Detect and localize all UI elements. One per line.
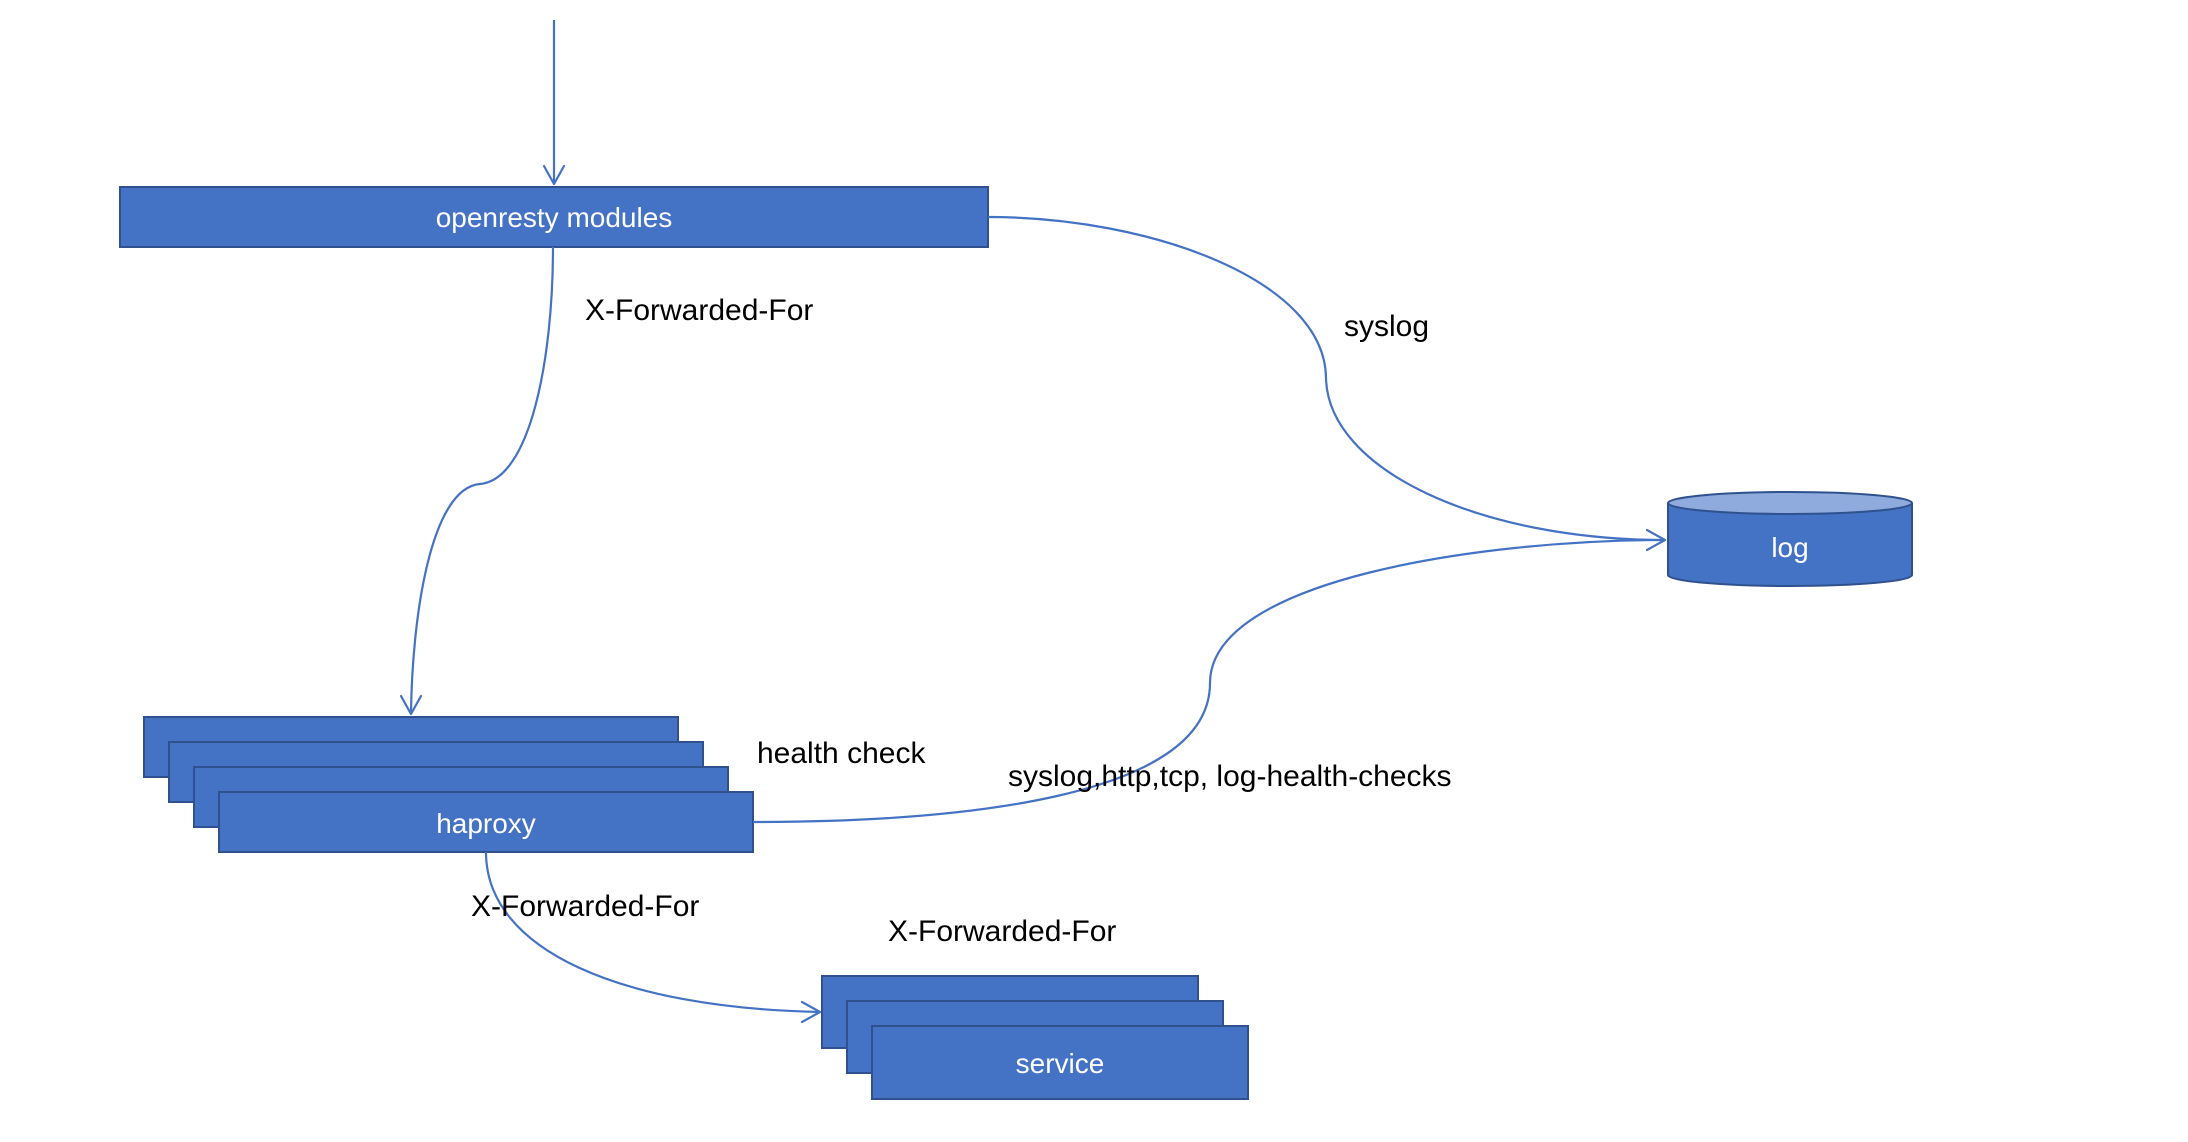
service-node-stack[interactable]: service [821, 975, 1249, 1100]
health-check-label: health check [757, 737, 926, 770]
edge-openresty-to-haproxy-arrowhead [399, 694, 423, 716]
incoming-edge [542, 20, 566, 186]
edge-haproxy-to-service-line [484, 851, 821, 1014]
edge-openresty-to-log: syslog [987, 215, 1667, 552]
log-node[interactable]: log [1667, 491, 1913, 587]
edge-openresty-to-haproxy-line [409, 246, 555, 715]
service-node-box [871, 1025, 1249, 1100]
haproxy-node-box [218, 791, 754, 853]
service-node-label: service [1016, 1048, 1105, 1079]
edge-openresty-to-haproxy: X-Forwarded-For [399, 246, 813, 716]
log-node-label: log [1771, 532, 1808, 563]
edge-haproxy-to-log-line [752, 538, 1666, 824]
service-header-label: X-Forwarded-For [888, 915, 1116, 948]
edge-haproxy-to-service: X-Forwarded-For [471, 851, 822, 1024]
edge-haproxy-to-service-arrowhead [800, 1000, 822, 1024]
openresty-node[interactable]: openresty modules [119, 186, 989, 248]
haproxy-node-label: haproxy [436, 808, 536, 839]
openresty-node-box [119, 186, 989, 248]
edge-haproxy-to-log-label: syslog,http,tcp, log-health-checks [1008, 760, 1452, 793]
edge-openresty-to-log-label: syslog [1344, 310, 1429, 343]
edge-haproxy-to-service-label: X-Forwarded-For [471, 890, 699, 923]
edge-openresty-to-log-line [987, 215, 1666, 542]
edge-openresty-to-haproxy-label: X-Forwarded-For [585, 294, 813, 327]
openresty-node-label: openresty modules [436, 202, 673, 233]
haproxy-node-stack[interactable]: haproxy [143, 716, 754, 853]
edge-haproxy-to-log: syslog,http,tcp, log-health-checks [752, 538, 1666, 824]
log-node-body [1667, 503, 1913, 587]
incoming-arrowhead [542, 164, 566, 186]
log-node-top [1667, 491, 1913, 515]
